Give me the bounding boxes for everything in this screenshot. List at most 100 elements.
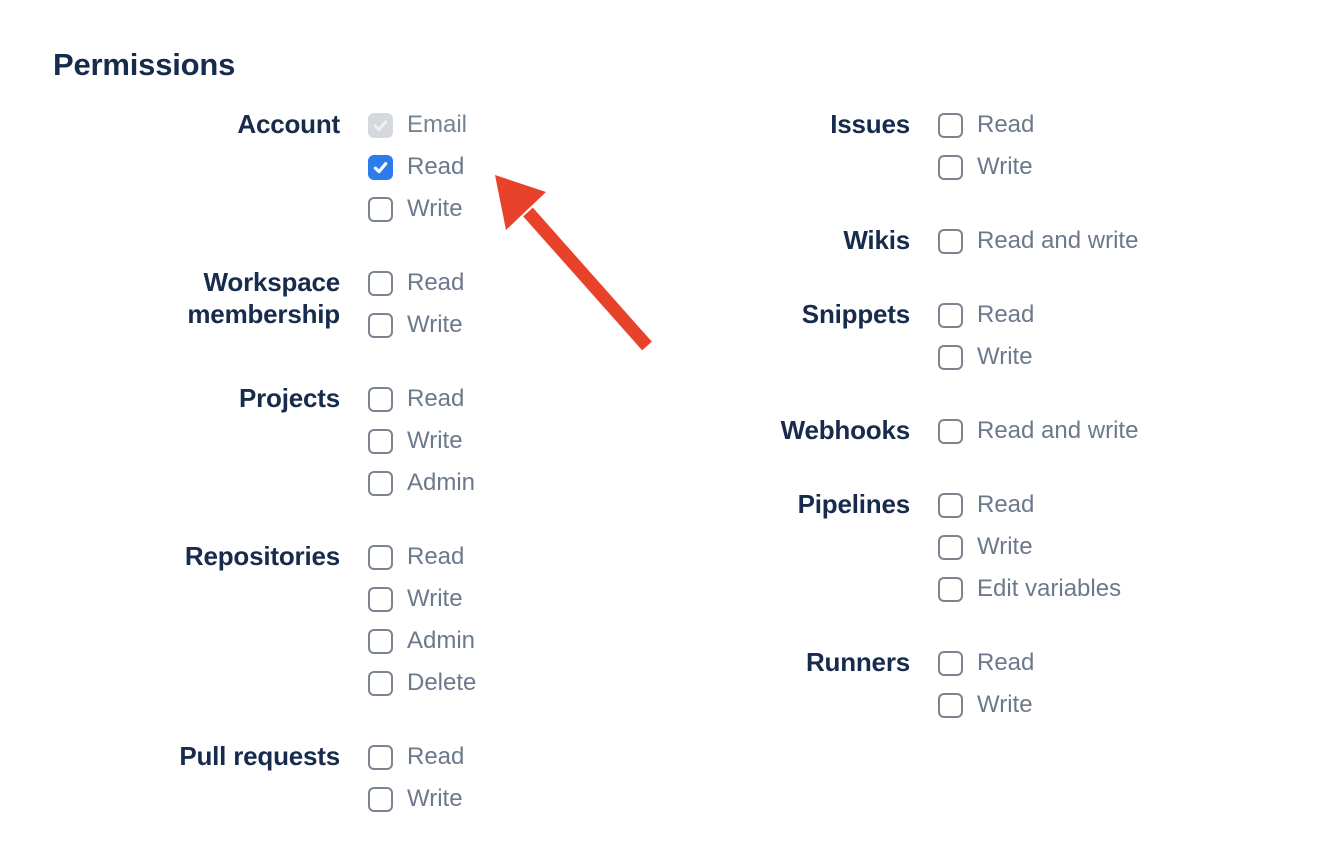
checkbox-label-wikis-read-and-write[interactable]: Read and write (977, 227, 1139, 254)
checkbox-pull-requests-read[interactable] (368, 744, 393, 770)
permission-group-pipelines: Pipelines Read Write Edit variables (610, 484, 1138, 610)
checkbox-option-repositories-write[interactable]: Write (368, 578, 476, 620)
checkbox-label-issues-read[interactable]: Read (977, 111, 1035, 138)
checkbox-label-repositories-write[interactable]: Write (407, 585, 463, 612)
page-title: Permissions (53, 47, 236, 82)
checkbox-option-issues-read[interactable]: Read (938, 104, 1034, 146)
checkbox-option-runners-read[interactable]: Read (938, 642, 1034, 684)
group-options-workspace-membership: Read Write (368, 262, 464, 346)
checkbox-option-repositories-admin[interactable]: Admin (368, 620, 476, 662)
checkbox-repositories-read[interactable] (368, 544, 393, 570)
group-label-workspace-membership: Workspace membership (187, 267, 340, 329)
checkbox-repositories-delete[interactable] (368, 670, 393, 696)
group-options-webhooks: Read and write (938, 410, 1138, 452)
permission-group-issues: Issues Read Write (610, 104, 1138, 188)
checkbox-issues-write[interactable] (938, 154, 963, 180)
checkbox-label-pipelines-write[interactable]: Write (977, 533, 1033, 560)
checkbox-account-write[interactable] (368, 196, 393, 222)
permission-group-snippets: Snippets Read Write (610, 294, 1138, 378)
permission-group-projects: Projects Read Write Admin (52, 378, 610, 504)
checkbox-option-snippets-read[interactable]: Read (938, 294, 1034, 336)
group-label-repositories: Repositories (184, 541, 340, 571)
group-label-projects: Projects (238, 383, 340, 413)
checkbox-option-projects-admin[interactable]: Admin (368, 462, 475, 504)
checkbox-label-workspace-membership-read[interactable]: Read (407, 269, 465, 296)
checkbox-option-workspace-membership-write[interactable]: Write (368, 304, 464, 346)
checkbox-option-snippets-write[interactable]: Write (938, 336, 1034, 378)
checkbox-option-account-email[interactable]: Email (368, 104, 467, 146)
checkbox-option-wikis-read-and-write[interactable]: Read and write (938, 220, 1138, 262)
checkbox-runners-write[interactable] (938, 692, 963, 718)
checkbox-wikis-read-and-write[interactable] (938, 228, 963, 254)
checkbox-projects-admin[interactable] (368, 470, 393, 496)
checkbox-projects-read[interactable] (368, 386, 393, 412)
checkbox-option-repositories-delete[interactable]: Delete (368, 662, 476, 704)
checkbox-option-repositories-read[interactable]: Read (368, 536, 476, 578)
checkbox-option-issues-write[interactable]: Write (938, 146, 1034, 188)
checkbox-label-pipelines-read[interactable]: Read (977, 491, 1035, 518)
checkbox-issues-read[interactable] (938, 112, 963, 138)
checkbox-label-webhooks-read-and-write[interactable]: Read and write (977, 417, 1139, 444)
checkbox-pull-requests-write[interactable] (368, 786, 393, 812)
permission-group-runners: Runners Read Write (610, 642, 1138, 726)
group-options-pull-requests: Read Write (368, 736, 464, 820)
checkbox-label-projects-admin[interactable]: Admin (407, 469, 476, 496)
checkbox-account-read[interactable] (368, 154, 393, 180)
checkbox-label-account-read[interactable]: Read (407, 153, 465, 180)
checkbox-label-projects-write[interactable]: Write (407, 427, 463, 454)
checkbox-option-pipelines-edit-variables[interactable]: Edit variables (938, 568, 1121, 610)
checkbox-label-pipelines-edit-variables[interactable]: Edit variables (977, 575, 1122, 602)
permission-group-wikis: Wikis Read and write (610, 220, 1138, 262)
group-label-wikis: Wikis (843, 225, 910, 255)
checkbox-label-pull-requests-read[interactable]: Read (407, 743, 465, 770)
checkbox-label-snippets-write[interactable]: Write (977, 343, 1033, 370)
checkbox-option-account-read[interactable]: Read (368, 146, 467, 188)
group-options-account: Email Read Write (368, 104, 467, 230)
checkbox-option-runners-write[interactable]: Write (938, 684, 1034, 726)
checkbox-label-repositories-delete[interactable]: Delete (407, 669, 477, 696)
checkbox-label-runners-write[interactable]: Write (977, 691, 1033, 718)
checkbox-pipelines-read[interactable] (938, 492, 963, 518)
checkbox-label-pull-requests-write[interactable]: Write (407, 785, 463, 812)
checkbox-option-projects-read[interactable]: Read (368, 378, 475, 420)
checkbox-label-repositories-read[interactable]: Read (407, 543, 465, 570)
checkbox-snippets-write[interactable] (938, 344, 963, 370)
checkbox-webhooks-read-and-write[interactable] (938, 418, 963, 444)
checkbox-pipelines-write[interactable] (938, 534, 963, 560)
checkbox-option-workspace-membership-read[interactable]: Read (368, 262, 464, 304)
checkbox-label-account-write[interactable]: Write (407, 195, 463, 222)
checkbox-projects-write[interactable] (368, 428, 393, 454)
checkbox-label-runners-read[interactable]: Read (977, 649, 1035, 676)
checkbox-repositories-write[interactable] (368, 586, 393, 612)
group-label-account: Account (237, 109, 340, 139)
checkbox-label-workspace-membership-write[interactable]: Write (407, 311, 463, 338)
checkbox-account-email[interactable] (368, 112, 393, 138)
group-options-snippets: Read Write (938, 294, 1034, 378)
group-options-issues: Read Write (938, 104, 1034, 188)
checkbox-option-pull-requests-write[interactable]: Write (368, 778, 464, 820)
group-label-issues: Issues (830, 109, 910, 139)
group-options-pipelines: Read Write Edit variables (938, 484, 1121, 610)
checkbox-snippets-read[interactable] (938, 302, 963, 328)
permissions-columns: Account Email Read Write (0, 104, 1138, 852)
group-options-repositories: Read Write Admin Delete (368, 536, 476, 704)
group-options-wikis: Read and write (938, 220, 1138, 262)
checkbox-repositories-admin[interactable] (368, 628, 393, 654)
checkbox-option-pull-requests-read[interactable]: Read (368, 736, 464, 778)
checkbox-label-snippets-read[interactable]: Read (977, 301, 1035, 328)
checkbox-label-issues-write[interactable]: Write (977, 153, 1033, 180)
checkbox-option-webhooks-read-and-write[interactable]: Read and write (938, 410, 1138, 452)
checkbox-option-account-write[interactable]: Write (368, 188, 467, 230)
group-label-pull-requests: Pull requests (179, 741, 340, 771)
checkbox-option-pipelines-read[interactable]: Read (938, 484, 1121, 526)
checkbox-label-projects-read[interactable]: Read (407, 385, 465, 412)
checkbox-option-pipelines-write[interactable]: Write (938, 526, 1121, 568)
checkbox-workspace-membership-write[interactable] (368, 312, 393, 338)
checkbox-workspace-membership-read[interactable] (368, 270, 393, 296)
check-icon (373, 161, 388, 173)
checkbox-pipelines-edit-variables[interactable] (938, 576, 963, 602)
checkbox-label-account-email[interactable]: Email (407, 111, 468, 138)
checkbox-option-projects-write[interactable]: Write (368, 420, 475, 462)
checkbox-label-repositories-admin[interactable]: Admin (407, 627, 476, 654)
checkbox-runners-read[interactable] (938, 650, 963, 676)
